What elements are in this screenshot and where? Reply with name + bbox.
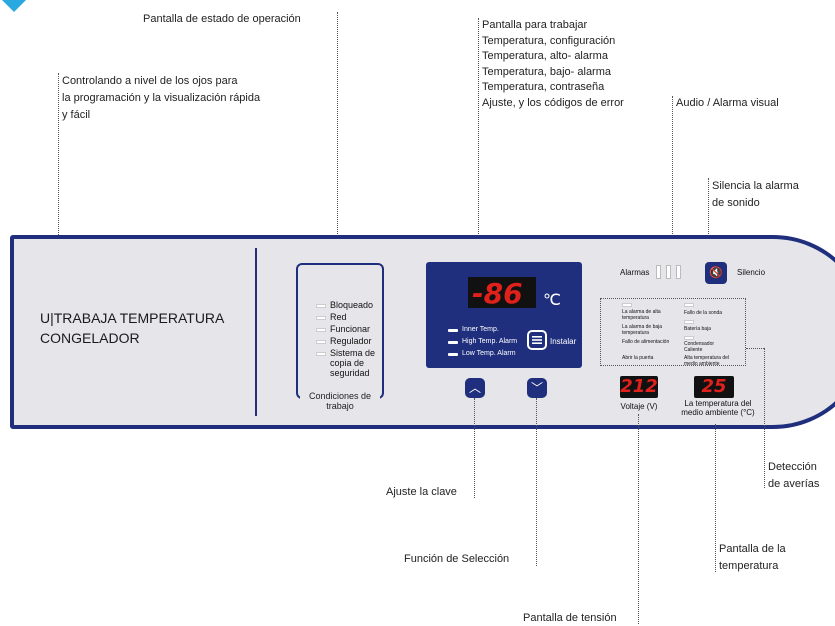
voltage-label: Voltaje (V) xyxy=(620,402,658,411)
down-button[interactable]: ﹀ xyxy=(527,378,547,398)
condition-network: Red xyxy=(316,312,378,322)
fault-led xyxy=(684,303,694,307)
ambient-temp-display: 25 xyxy=(694,376,734,398)
fault-condenser: Condensador Caliente xyxy=(684,341,715,353)
list-icon xyxy=(532,336,542,344)
set-button[interactable] xyxy=(527,330,547,350)
leader-silence xyxy=(708,178,709,262)
main-lcd xyxy=(468,277,536,308)
callout-eye-level: Controlando a nivel de los ojos para la … xyxy=(62,75,261,121)
fault-ambient: Alta temperatura del medio ambiente xyxy=(684,355,730,367)
main-temperature-value: -86 xyxy=(472,277,523,310)
ambient-temp-label: La temperatura del medio ambiente (°C) xyxy=(681,399,755,417)
fault-detection-box xyxy=(600,298,746,366)
fault-probe: Fallo de la sonda xyxy=(684,310,723,316)
leader-selection xyxy=(536,398,537,566)
condition-running: Funcionar xyxy=(316,324,378,334)
conditions-list: Bloqueado Red Funcionar Regulador Sistem… xyxy=(316,300,378,380)
brand-logo-fragment xyxy=(2,0,26,12)
leader-voltage-screen xyxy=(638,414,639,624)
fault-led xyxy=(684,320,694,324)
silence-button[interactable]: 🔇 xyxy=(705,262,727,284)
up-button[interactable]: ︿ xyxy=(465,378,485,398)
leader-temp-screen xyxy=(715,424,716,572)
legend-low-alarm: Low Temp. Alarm xyxy=(448,350,516,357)
callout-voltage-screen: Pantalla de tensión xyxy=(523,612,617,624)
leader-eye-level xyxy=(58,73,59,259)
fault-low-temp: La alarma de baja temperatura xyxy=(622,324,663,336)
alarm-lamp-1 xyxy=(656,265,661,279)
fault-led xyxy=(622,303,632,307)
callout-audio-visual: Audio / Alarma visual xyxy=(676,97,779,109)
voltage-display: 212 xyxy=(620,376,658,398)
callout-temp-screen: Pantalla de la temperatura xyxy=(719,543,786,572)
fault-high-temp: La alarma de alta temperatura xyxy=(622,309,661,321)
callout-silence: Silencia la alarma de sonido xyxy=(712,180,799,209)
panel-divider xyxy=(255,248,257,416)
leader-key-adjust xyxy=(474,398,475,498)
alarm-label: Alarmas xyxy=(620,268,650,277)
fault-led xyxy=(684,336,694,340)
callout-status-screen: Pantalla de estado de operación xyxy=(143,13,301,25)
leader-audio-visual xyxy=(672,96,673,264)
conditions-title: Condiciones de trabajo xyxy=(300,391,380,411)
unit-label: ℃ xyxy=(543,292,561,309)
condition-regulator: Regulador xyxy=(316,336,378,346)
callout-fault-detection: Detección de averías xyxy=(768,461,820,490)
leader-fault-detection xyxy=(764,348,765,488)
leader-fault-h xyxy=(746,348,764,349)
legend-inner-temp: Inner Temp. xyxy=(448,326,499,333)
condition-backup: Sistema de copia de seguridad xyxy=(316,348,378,378)
callout-selection: Función de Selección xyxy=(404,553,510,565)
product-name: U|TRABAJA TEMPERATURA CONGELADOR xyxy=(40,310,225,346)
legend-high-alarm: High Temp. Alarm xyxy=(448,338,517,345)
chevron-down-icon: ﹀ xyxy=(530,381,543,395)
fault-door: Abrir la puerta xyxy=(622,355,654,361)
condition-locked: Bloqueado xyxy=(316,300,378,310)
leader-status-screen xyxy=(337,12,338,264)
speaker-mute-icon: 🔇 xyxy=(709,267,723,279)
fault-low-battery: Batería baja xyxy=(684,326,711,332)
callout-key-adjust: Ajuste la clave xyxy=(386,486,457,498)
leader-work-screen xyxy=(478,18,479,276)
set-label: Instalar xyxy=(550,337,577,346)
callout-work-screen: Pantalla para trabajar Temperatura, conf… xyxy=(482,19,624,109)
alarm-lamp-3 xyxy=(676,265,681,279)
chevron-up-icon: ︿ xyxy=(468,381,481,395)
fault-power: Fallo de alimentación xyxy=(622,339,670,345)
alarm-lamp-2 xyxy=(666,265,671,279)
silence-label: Silencio xyxy=(737,268,766,277)
